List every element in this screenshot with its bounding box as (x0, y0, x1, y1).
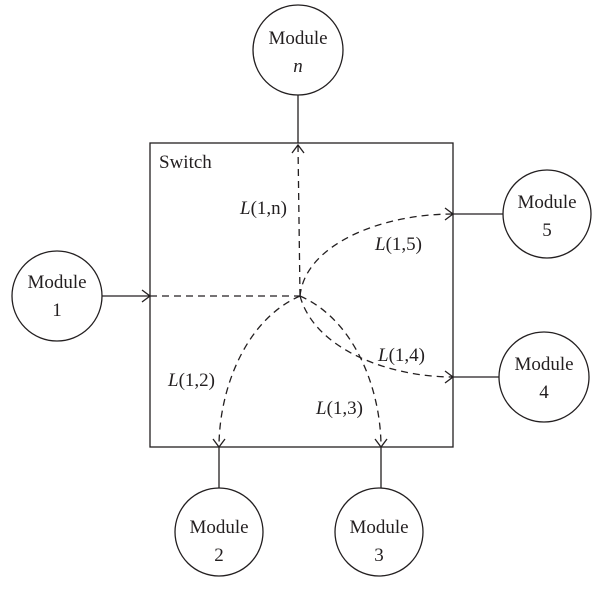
module-4-title: Module (514, 354, 573, 375)
arrowhead-module-5 (444, 207, 455, 221)
module-2-number: 2 (214, 545, 224, 566)
link-label-1-4: L(1,4) (377, 345, 425, 366)
module-3-node: Module 3 (334, 487, 424, 577)
module-2-title: Module (189, 517, 248, 538)
module-1-circle (11, 250, 103, 342)
module-1-node: Module 1 (11, 250, 103, 342)
link-label-1-2: L(1,2) (167, 370, 215, 391)
module-5-title: Module (517, 192, 576, 213)
link-label-1-5: L(1,5) (374, 234, 422, 255)
link-label-1-n: L(1,n) (239, 198, 287, 219)
path-to-module-n (297, 144, 301, 297)
module-2-node: Module 2 (174, 487, 264, 577)
module-5-circle (502, 169, 592, 259)
module-2-circle (174, 487, 264, 577)
module-4-number: 4 (539, 382, 549, 403)
path-to-module-3 (299, 295, 382, 448)
arrowhead-module-2 (212, 438, 226, 449)
arrowhead-module-n (291, 143, 305, 154)
path-to-module-4 (299, 295, 454, 378)
path-to-module-5 (299, 213, 454, 297)
module-5-node: Module 5 (502, 169, 592, 259)
switch-box (149, 142, 454, 448)
module-1-title: Module (27, 272, 86, 293)
module-4-node: Module 4 (498, 331, 590, 423)
link-label-1-3: L(1,3) (315, 398, 363, 419)
module-3-title: Module (349, 517, 408, 538)
module-n-title: Module (268, 28, 327, 49)
arrowhead-module-4 (444, 370, 455, 384)
path-to-module-2 (218, 295, 301, 448)
module-4-circle (498, 331, 590, 423)
switch-label: Switch (159, 152, 212, 173)
module-3-number: 3 (374, 545, 384, 566)
module-3-circle (334, 487, 424, 577)
arrowhead-module-3 (374, 438, 388, 449)
module-n-circle (252, 4, 344, 96)
module-n-number: n (293, 56, 303, 77)
module-n-node: Module n (252, 4, 344, 96)
module-5-number: 5 (542, 220, 552, 241)
module-1-number: 1 (52, 300, 62, 321)
